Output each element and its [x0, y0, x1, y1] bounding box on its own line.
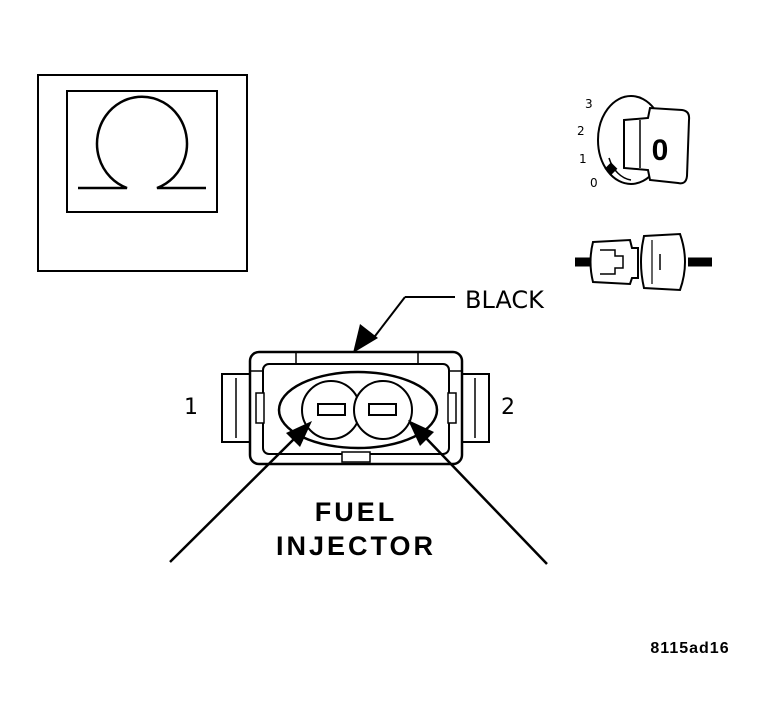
- ignition-position-0: 0: [590, 176, 598, 190]
- fuel-injector-connector: [221, 350, 490, 466]
- ignition-key-off-icon: 3 2 1 0 0: [577, 95, 691, 190]
- ignition-position-1: 1: [579, 152, 587, 166]
- pin-label-1: 1: [184, 395, 198, 420]
- component-title-line1: FUEL: [315, 497, 398, 527]
- probe-arrow-right: [408, 420, 548, 565]
- component-title-line2: INJECTOR: [276, 531, 436, 561]
- terminal-1: [317, 403, 346, 416]
- figure-id: 8115ad16: [650, 640, 729, 657]
- ignition-position-3: 3: [585, 97, 593, 111]
- key-glyph: 0: [652, 134, 669, 167]
- disconnected-connector-icon: [575, 232, 712, 292]
- wire-color-callout: BLACK: [353, 286, 545, 353]
- pin-label-2: 2: [501, 395, 515, 420]
- terminal-2: [368, 403, 397, 416]
- ignition-position-2: 2: [577, 124, 585, 138]
- wire-color-label: BLACK: [465, 286, 545, 314]
- probe-arrow-left: [169, 421, 312, 563]
- ohmmeter-icon: [37, 74, 248, 272]
